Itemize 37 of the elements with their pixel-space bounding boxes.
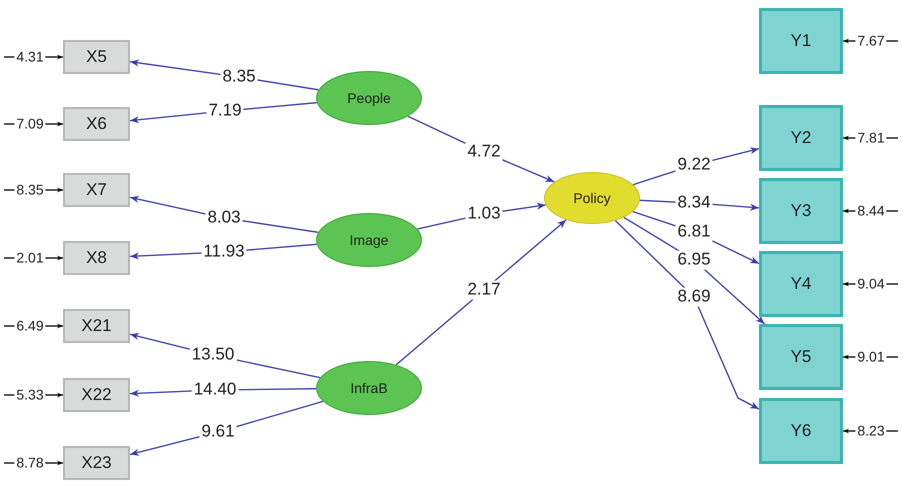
indicator-box: X21 xyxy=(63,309,130,343)
indicator-box: X5 xyxy=(63,40,130,74)
indicator-box: X23 xyxy=(63,446,130,480)
indicator-box: Y2 xyxy=(759,105,843,171)
edge-label: 9.22 xyxy=(675,156,713,174)
indicator-box: X8 xyxy=(63,241,130,275)
edge-label: 8.35 xyxy=(14,182,46,198)
edge-label: 6.81 xyxy=(675,222,713,242)
edge-label: 8.78 xyxy=(14,455,46,471)
latent-ellipse: InfraB xyxy=(316,361,422,415)
edge-label: 8.44 xyxy=(855,203,887,219)
edge-label: 2.01 xyxy=(14,250,46,266)
indicator-box: X6 xyxy=(63,107,130,141)
indicator-box: Y3 xyxy=(759,178,843,244)
indicator-box: Y5 xyxy=(759,324,843,390)
indicator-box: Y1 xyxy=(759,8,843,74)
indicator-box: X7 xyxy=(63,173,130,207)
edge-label: 2.17 xyxy=(465,280,503,300)
latent-ellipse: People xyxy=(316,71,422,125)
edge-label: 9.04 xyxy=(855,276,887,292)
indicator-box: Y4 xyxy=(759,251,843,317)
path-arrow xyxy=(614,220,760,410)
latent-ellipse: Policy xyxy=(544,172,640,224)
edge-label: 4.31 xyxy=(14,49,46,65)
indicator-box: X22 xyxy=(63,378,130,412)
indicator-box: Y6 xyxy=(759,398,843,464)
edge-label: 4.72 xyxy=(465,142,503,162)
edge-label: 6.95 xyxy=(675,250,713,270)
edge-label: 7.67 xyxy=(855,33,887,49)
edge-label: 5.33 xyxy=(14,387,46,403)
edge-label: 8.69 xyxy=(675,288,713,306)
edge-label: 7.81 xyxy=(855,130,887,146)
edge-label: 8.23 xyxy=(855,423,887,439)
edge-label: 7.09 xyxy=(14,116,46,132)
edge-label: 6.49 xyxy=(14,318,46,334)
edge-label: 9.01 xyxy=(855,349,887,365)
latent-ellipse: Image xyxy=(316,213,422,267)
